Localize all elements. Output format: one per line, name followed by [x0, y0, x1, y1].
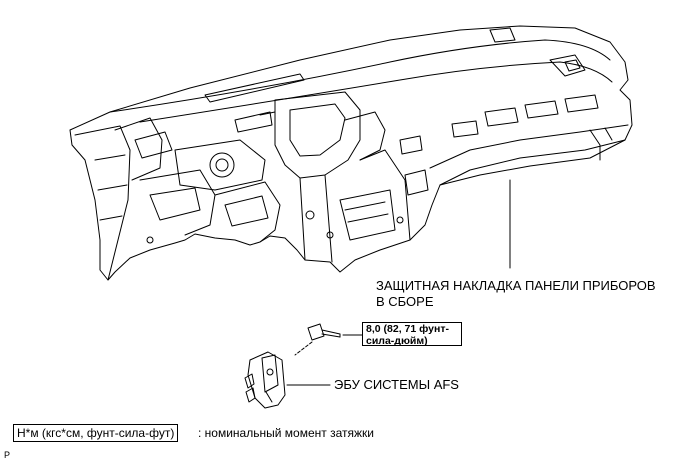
torque-spec-box: 8,0 (82, 71 фунт- сила-дюйм) [362, 322, 462, 346]
panel-label-line2: В СБОРЕ [376, 294, 434, 309]
ecu-label: ЭБУ СИСТЕМЫ AFS [334, 377, 459, 392]
torque-spec-line1: 8,0 (82, 71 фунт- [366, 323, 449, 335]
panel-label-line1: ЗАЩИТНАЯ НАКЛАДКА ПАНЕЛИ ПРИБОРОВ [376, 278, 656, 293]
legend-text: : номинальный момент затяжки [198, 426, 374, 440]
instrument-panel-drawing [69, 25, 633, 281]
bolt-axis-dashed [294, 341, 313, 356]
corner-mark: P [4, 450, 11, 460]
bolt-drawing [307, 323, 341, 341]
legend-unit-box: Н*м (кгс*см, фунт-сила-фут) [13, 424, 179, 442]
afs-ecu-drawing [244, 351, 286, 409]
torque-spec-line2: сила-дюйм) [366, 334, 428, 347]
